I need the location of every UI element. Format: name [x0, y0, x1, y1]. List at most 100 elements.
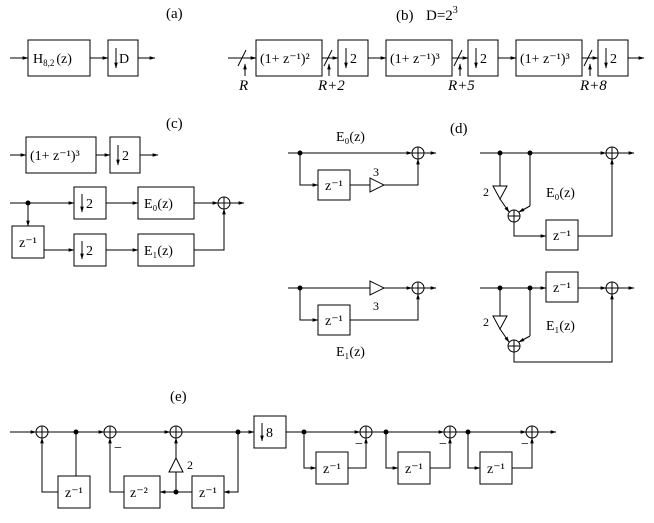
delay-label: z⁻¹	[323, 462, 341, 477]
down-factor: 2	[122, 149, 129, 164]
delay1-label: z⁻¹	[65, 486, 83, 501]
feedback-wire	[40, 437, 58, 493]
minus-sign: −	[355, 437, 363, 452]
bitwidth-r2: R+2	[317, 78, 345, 94]
bitwidth-r5: R+5	[447, 78, 475, 94]
feed-wire	[513, 293, 614, 363]
delay-label: z⁻¹	[553, 229, 571, 244]
filter-block	[25, 136, 97, 174]
down-factor: 8	[266, 426, 273, 441]
bitwidth-r: R	[238, 78, 248, 94]
panel-c: (c) (1+ z⁻¹)³ 2 2 E₀(z) z⁻¹ 2 E₁(z)	[10, 116, 245, 267]
gain-label: 2	[483, 185, 489, 199]
panel-b: (b) D=23 R (1+ z⁻¹)² R+2 2 (1+ z⁻¹)³ R+5…	[228, 5, 645, 94]
e1-label: E₁(z)	[546, 319, 575, 334]
downsampler-block	[467, 39, 499, 77]
panel-mid: E₀(z) z⁻¹ 3 3 z⁻¹ E₁(z)	[288, 130, 437, 360]
delay-block	[545, 219, 579, 251]
feed-wire	[512, 437, 534, 469]
connector-arrow	[513, 222, 547, 238]
gain-triangle-icon	[168, 456, 184, 473]
delay1-block	[57, 475, 91, 509]
feed-wire	[348, 437, 368, 469]
gain-label: 3	[373, 165, 379, 179]
panel-b-label: (b)	[396, 8, 414, 24]
gain-label: 2	[483, 315, 489, 329]
branch-wire	[223, 432, 239, 494]
feed-wire	[384, 158, 420, 186]
e0-label: E₀(z)	[144, 197, 173, 212]
branch-wire	[299, 288, 319, 322]
stage3-label: (1+ z⁻¹)³	[520, 52, 570, 67]
down-factor: 2	[86, 244, 93, 259]
stage2-block	[385, 39, 453, 77]
panel-a: (a) H8,2(z) D	[10, 6, 183, 77]
delay-label: z⁻¹	[325, 314, 343, 329]
feedback-wire	[108, 437, 124, 493]
delay-block	[11, 225, 45, 259]
branch-wire	[467, 432, 481, 470]
down-factor: 2	[610, 52, 617, 67]
delay-label: z⁻¹	[405, 462, 423, 477]
panel-d: (d) 2 z⁻¹ E₀(z) z⁻¹ 2	[450, 121, 635, 363]
delay-block	[317, 169, 351, 201]
delay-block	[479, 451, 513, 485]
delay2-label: z⁻²	[130, 486, 148, 501]
delay-label: z⁻¹	[325, 179, 343, 194]
filter-label: (1+ z⁻¹)³	[30, 149, 80, 164]
bus-slash	[453, 49, 463, 67]
panel-a-label: (a)	[166, 6, 183, 22]
gain-triangle-icon	[369, 177, 386, 193]
downsampler-block	[253, 415, 287, 449]
down-factor: 2	[350, 52, 357, 67]
e0-label: E₀(z)	[546, 186, 575, 201]
bus-slash	[323, 49, 333, 67]
feedback-wire	[194, 208, 226, 251]
stage2-label: (1+ z⁻¹)³	[390, 52, 440, 67]
panel-c-label: (c)	[166, 116, 183, 132]
gain-label: 3	[373, 299, 379, 313]
connector-arrow	[518, 205, 531, 213]
minus-sign: −	[521, 437, 529, 452]
down-factor: D	[119, 52, 129, 67]
minus-sign: −	[114, 441, 122, 456]
delay-label: z⁻¹	[199, 486, 217, 501]
e0-title: E₀(z)	[336, 130, 365, 145]
gain-triangle-icon	[492, 185, 508, 201]
branch-wire	[299, 153, 319, 187]
delay-block	[397, 451, 431, 485]
stage3-block	[515, 39, 583, 77]
down-factor: 2	[86, 197, 93, 212]
panel-e: (e) − z⁻¹ z⁻² 2 z⁻¹	[10, 389, 557, 509]
feed-wire	[578, 158, 614, 237]
minus-sign: −	[439, 437, 447, 452]
e0-block	[137, 186, 195, 220]
gain-triangle-icon	[369, 280, 386, 296]
stage1-label: (1+ z⁻¹)²	[260, 52, 310, 67]
bus-slash	[237, 49, 247, 67]
panel-d-label: (d)	[450, 121, 468, 137]
connector-arrow	[499, 328, 510, 343]
downsampler-block	[73, 233, 107, 267]
downsampler-block	[73, 186, 107, 220]
branch-wire	[385, 432, 399, 470]
feed-wire	[350, 293, 420, 321]
delay-block	[545, 271, 579, 303]
panel-e-label: (e)	[170, 389, 187, 405]
e1-block	[137, 233, 195, 267]
connector-arrow	[499, 198, 510, 213]
panel-b-title: D=23	[426, 5, 458, 24]
delay-label: z⁻¹	[487, 462, 505, 477]
feed-wire	[430, 437, 452, 469]
e1-title: E₁(z)	[336, 345, 365, 360]
downsampler-block	[107, 39, 139, 77]
gain-label: 2	[187, 458, 193, 472]
bus-slash	[583, 49, 593, 67]
connector-arrow	[518, 335, 531, 343]
bitwidth-r8: R+8	[579, 78, 607, 94]
delay-block	[317, 304, 351, 336]
e1-label: E₁(z)	[144, 244, 173, 259]
filter-h-main: H8,2(z)	[33, 52, 72, 68]
gain-triangle-icon	[492, 315, 508, 331]
